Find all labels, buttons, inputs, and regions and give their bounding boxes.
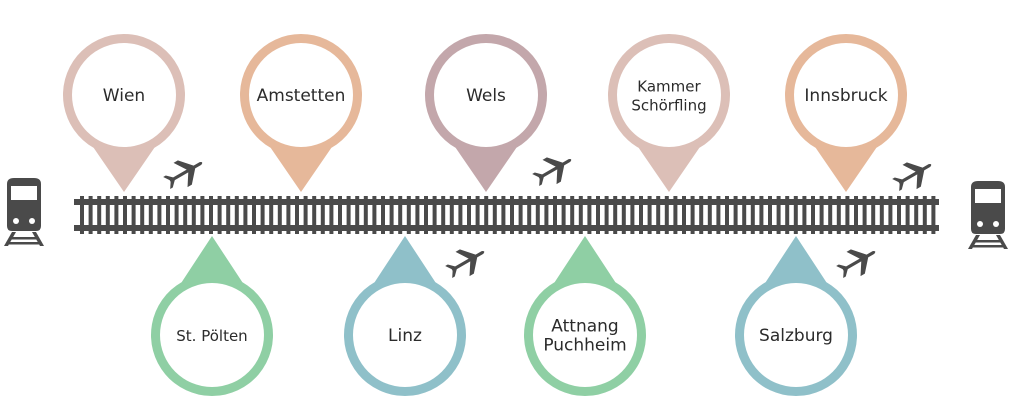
station-name: Puchheim	[543, 336, 626, 356]
pin-inner	[160, 283, 264, 387]
station-name: Wien	[103, 86, 145, 106]
pin-inner	[794, 43, 898, 147]
station-name: St. Pölten	[176, 327, 247, 345]
pin-inner	[434, 43, 538, 147]
station-pin-wels: Wels	[424, 33, 547, 193]
station-name: Wels	[466, 86, 506, 106]
train-icon	[4, 178, 44, 246]
station-name: Schörfling	[631, 97, 706, 115]
station-pin-linz: Linz	[344, 236, 466, 397]
airplane-icon	[159, 150, 210, 196]
station-name: Kammer	[637, 78, 701, 96]
station-pin-innsbruck: Innsbruck	[784, 33, 907, 193]
station-name: Attnang	[551, 317, 618, 337]
station-pin-amstetten: Amstetten	[240, 33, 362, 192]
pin-inner	[533, 283, 637, 387]
track-sleepers	[80, 196, 936, 234]
station-name: Amstetten	[257, 86, 346, 106]
station-pin-wien: Wien	[62, 33, 185, 193]
station-pin-st-poelten: St. Pölten	[150, 236, 273, 397]
pin-inner	[353, 283, 457, 387]
rail-top	[74, 199, 939, 205]
pin-inner	[744, 283, 848, 387]
railway-track	[74, 196, 939, 234]
station-name: Salzburg	[759, 326, 833, 346]
airplane-icon	[441, 239, 492, 285]
station-name: Innsbruck	[804, 86, 887, 106]
rail-bottom	[74, 225, 939, 231]
airplane-icon	[528, 147, 579, 193]
train-icon	[968, 181, 1008, 249]
pin-inner	[72, 43, 176, 147]
pin-inner	[617, 43, 721, 147]
pin-inner	[249, 43, 353, 147]
airplane-icon	[832, 239, 883, 285]
station-name: Linz	[388, 326, 422, 346]
station-pin-salzburg: Salzburg	[734, 236, 857, 397]
airplane-icon	[888, 152, 939, 198]
